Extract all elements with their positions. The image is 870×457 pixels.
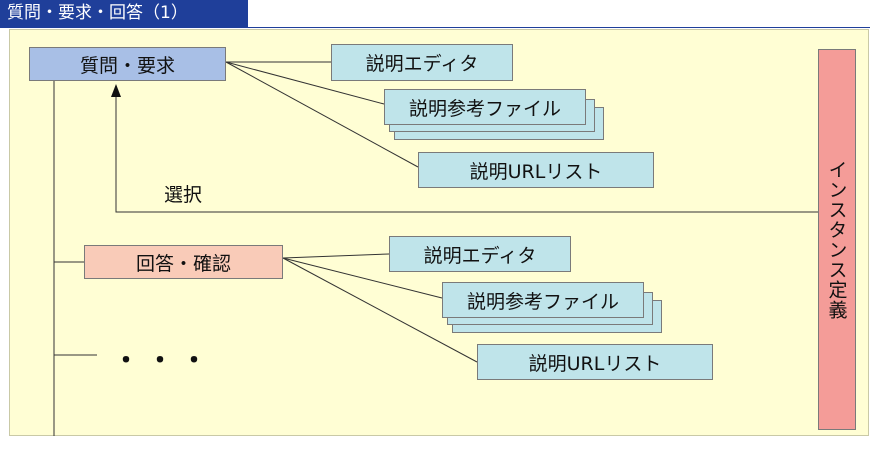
select-arrow-line (115, 96, 818, 213)
question-request-box: 質問・要求 (29, 47, 226, 81)
q-urls-line (225, 61, 419, 168)
q-url-list-box: 説明URLリスト (418, 152, 654, 188)
q-files-line (225, 61, 385, 105)
q-reference-files-box: 説明参考ファイル (384, 89, 586, 125)
a-files-line (282, 257, 443, 299)
a-url-list-box: 説明URLリスト (477, 344, 713, 380)
instance-definition-label: インスタンス定義 (825, 159, 848, 320)
a-reference-files-box: 説明参考ファイル (442, 282, 644, 318)
title-underline (0, 27, 870, 28)
a-editor-line (282, 253, 390, 259)
instance-definition-box: インスタンス定義 (818, 49, 856, 430)
a-description-editor-box: 説明エディタ (389, 236, 571, 272)
q-description-editor-box: 説明エディタ (331, 44, 513, 81)
answer-confirm-box: 回答・確認 (84, 245, 283, 279)
select-label: 選択 (164, 184, 203, 206)
a-urls-line (282, 257, 478, 363)
page-title: 質問・要求・回答（1） (0, 0, 248, 27)
ellipsis-more: ・・・ (113, 346, 216, 376)
select-arrowhead (111, 84, 121, 97)
